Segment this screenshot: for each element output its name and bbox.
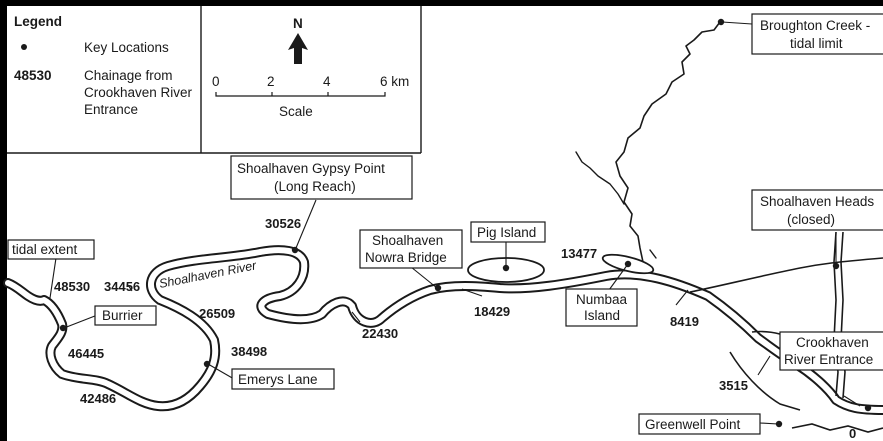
leader-lines xyxy=(49,21,861,425)
scale-tick-0: 0 xyxy=(212,74,220,89)
label-crookhaven-entrance: Crookhaven River Entrance xyxy=(779,331,883,371)
svg-text:Broughton Creek -: Broughton Creek - xyxy=(760,18,870,33)
scale-bar: 0 2 4 6 km Scale xyxy=(212,74,409,119)
label-burrier: Burrier xyxy=(94,305,157,326)
svg-text:tidal limit: tidal limit xyxy=(790,36,843,51)
legend-chainage-line2: Crookhaven River xyxy=(84,85,193,100)
svg-text:Greenwell Point: Greenwell Point xyxy=(645,417,741,432)
label-nowra-bridge: Shoalhaven Nowra Bridge xyxy=(359,229,463,269)
scale-tick-4: 4 xyxy=(323,74,331,89)
svg-text:Shoalhaven Gypsy Point: Shoalhaven Gypsy Point xyxy=(237,161,385,176)
legend-chainage-line1: Chainage from xyxy=(84,68,173,83)
legend-key-locations: Key Locations xyxy=(84,40,169,55)
svg-text:Shoalhaven Heads: Shoalhaven Heads xyxy=(760,194,874,209)
label-broughton-creek: Broughton Creek - tidal limit xyxy=(751,13,883,55)
label-numbaa-island: Numbaa Island xyxy=(565,288,638,327)
label-pig-island: Pig Island xyxy=(470,221,546,243)
scale-tick-2: 2 xyxy=(267,74,275,89)
place-labels: Broughton Creek - tidal limit Shoalhaven… xyxy=(7,13,883,435)
label-gypsy-point: Shoalhaven Gypsy Point (Long Reach) xyxy=(230,155,413,200)
marker-emerys-lane xyxy=(203,360,211,368)
key-location-markers xyxy=(59,18,872,428)
chainage-0: 0 xyxy=(849,426,856,441)
chainage-18429: 18429 xyxy=(474,304,510,319)
label-shoalhaven-heads: Shoalhaven Heads (closed) xyxy=(751,189,883,231)
legend-title: Legend xyxy=(14,14,62,29)
chainage-labels: 30526 13477 48530 34456 26509 22430 1842… xyxy=(54,216,856,441)
shoalhaven-river xyxy=(3,245,883,415)
marker-nowra-bridge xyxy=(434,284,442,292)
scale-tick-6: 6 km xyxy=(380,74,409,89)
svg-text:Shoalhaven: Shoalhaven xyxy=(372,233,443,248)
svg-text:Burrier: Burrier xyxy=(102,308,143,323)
chainage-3515: 3515 xyxy=(719,378,748,393)
svg-text:River Entrance: River Entrance xyxy=(784,352,873,367)
chainage-46445: 46445 xyxy=(68,346,104,361)
broughton-creek xyxy=(575,21,721,263)
svg-text:(closed): (closed) xyxy=(787,212,835,227)
chainage-48530: 48530 xyxy=(54,279,90,294)
marker-broughton xyxy=(717,18,725,26)
svg-text:Crookhaven: Crookhaven xyxy=(796,335,869,350)
chainage-22430: 22430 xyxy=(362,326,398,341)
chainage-30526: 30526 xyxy=(265,216,301,231)
chainage-26509: 26509 xyxy=(199,306,235,321)
marker-greenwell xyxy=(775,420,783,428)
legend-panel: Legend Key Locations 48530 Chainage from… xyxy=(7,6,422,154)
legend-chainage-code: 48530 xyxy=(14,68,52,83)
marker-crookhaven xyxy=(864,404,872,412)
svg-text:Nowra Bridge: Nowra Bridge xyxy=(365,250,447,265)
svg-text:Numbaa: Numbaa xyxy=(576,292,628,307)
marker-pig-island xyxy=(502,264,510,272)
north-arrow: N xyxy=(288,16,308,64)
chainage-42486: 42486 xyxy=(80,391,116,406)
marker-numbaa xyxy=(624,260,632,268)
label-greenwell-point: Greenwell Point xyxy=(638,413,761,435)
svg-text:Island: Island xyxy=(584,308,620,323)
label-tidal-extent: tidal extent xyxy=(7,239,95,260)
legend-chainage-line3: Entrance xyxy=(84,102,138,117)
svg-text:Emerys Lane: Emerys Lane xyxy=(238,372,318,387)
marker-burrier xyxy=(59,324,67,332)
label-emerys-lane: Emerys Lane xyxy=(231,368,335,390)
legend-key-dot xyxy=(21,44,27,50)
chainage-38498: 38498 xyxy=(231,344,267,359)
svg-text:tidal extent: tidal extent xyxy=(12,242,78,257)
scale-label: Scale xyxy=(279,104,313,119)
svg-text:(Long Reach): (Long Reach) xyxy=(274,179,356,194)
north-arrow-icon xyxy=(288,33,308,64)
chainage-34456: 34456 xyxy=(104,279,140,294)
chainage-13477: 13477 xyxy=(561,246,597,261)
marker-heads xyxy=(832,262,840,270)
north-label: N xyxy=(293,16,303,31)
marker-gypsy-point xyxy=(291,246,299,254)
svg-text:Pig Island: Pig Island xyxy=(477,225,536,240)
chainage-8419: 8419 xyxy=(670,314,699,329)
